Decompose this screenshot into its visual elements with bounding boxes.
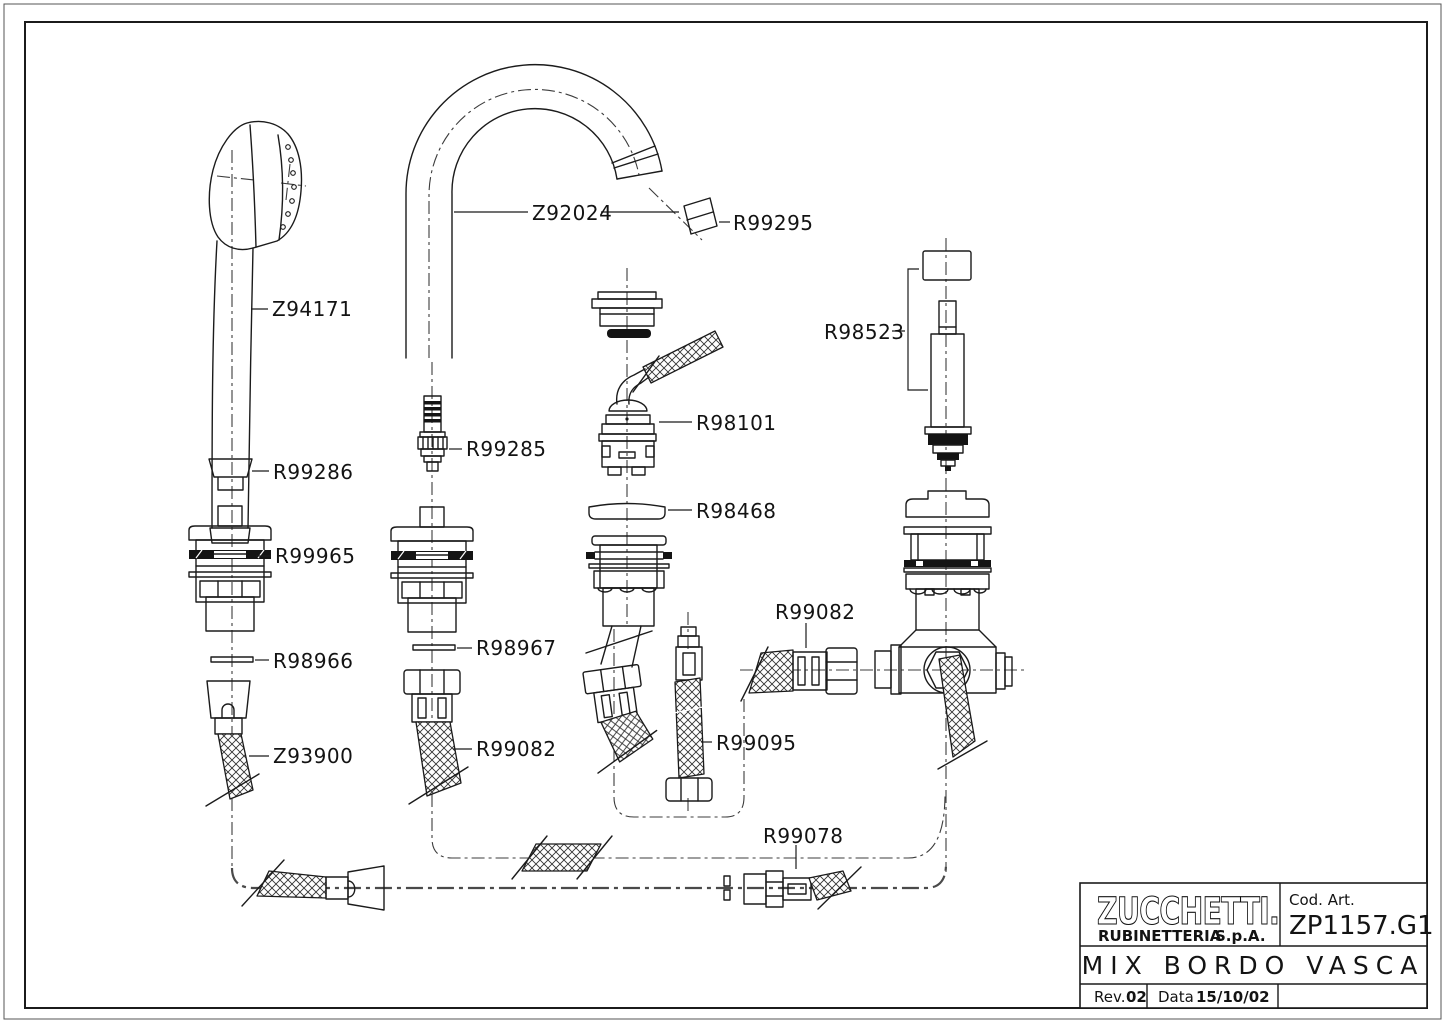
label-r99095: R99095	[716, 731, 797, 755]
rev-label: Rev.	[1094, 988, 1125, 1006]
hose-segment-bottom	[511, 835, 613, 880]
part-labels: Z94171 Z92024 R99295 R99285 R98101 R9928…	[249, 201, 928, 869]
label-r99078: R99078	[763, 824, 844, 848]
title-block: ZUCCHETTI. RUBINETTERIA S.p.A. Cod. Art.…	[1079, 882, 1434, 1009]
washer-left	[210, 656, 254, 663]
cone-bushing	[208, 458, 253, 491]
valve-body	[874, 490, 1013, 770]
spout	[405, 63, 663, 359]
flex-hose-right	[740, 646, 858, 702]
base-gasket	[588, 502, 666, 520]
label-r99082-right: R99082	[775, 600, 856, 624]
brand-logo: ZUCCHETTI.	[1097, 890, 1279, 933]
label-r98101: R98101	[696, 411, 777, 435]
diverter-ring-nut	[591, 291, 663, 338]
label-r98523: R98523	[824, 320, 905, 344]
diverter	[598, 330, 724, 476]
label-r98468: R98468	[696, 499, 777, 523]
sheet-border	[3, 3, 1442, 1020]
date-label: Data	[1158, 988, 1194, 1006]
spray-holes	[280, 144, 297, 230]
cartridge	[924, 300, 972, 471]
washer-mid	[412, 644, 456, 651]
label-r99286: R99286	[273, 460, 354, 484]
check-valve	[417, 395, 448, 472]
supply-hose-bottom	[723, 866, 862, 910]
label-z92024: Z92024	[532, 201, 612, 225]
flex-hose-center	[665, 626, 713, 802]
label-r99295: R99295	[733, 211, 814, 235]
product-title: MIX BORDO VASCA	[1082, 951, 1425, 980]
flex-hose-mid	[403, 669, 469, 805]
center-body	[582, 535, 672, 774]
label-r98967: R98967	[476, 636, 557, 660]
label-z93900: Z93900	[273, 744, 353, 768]
hand-shower	[208, 120, 303, 544]
mounting-shank-mid	[390, 506, 474, 633]
handshower-hose-bottom	[241, 859, 385, 911]
valve-knob	[922, 250, 972, 281]
rev-value: 02	[1126, 988, 1147, 1006]
aerator	[683, 197, 718, 235]
label-z94171: Z94171	[272, 297, 352, 321]
brand-subtitle-spa: S.p.A.	[1215, 927, 1266, 945]
handshower-hose-top	[205, 680, 260, 807]
label-r99285: R99285	[466, 437, 547, 461]
label-r99965: R99965	[275, 544, 356, 568]
cod-art-label: Cod. Art.	[1289, 891, 1355, 909]
mounting-shank-left	[188, 505, 272, 632]
brand-subtitle: RUBINETTERIA	[1098, 927, 1222, 945]
label-r99082-mid: R99082	[476, 737, 557, 761]
label-r98966: R98966	[273, 649, 354, 673]
date-value: 15/10/02	[1196, 988, 1270, 1006]
cod-art-value: ZP1157.G1	[1289, 911, 1434, 941]
